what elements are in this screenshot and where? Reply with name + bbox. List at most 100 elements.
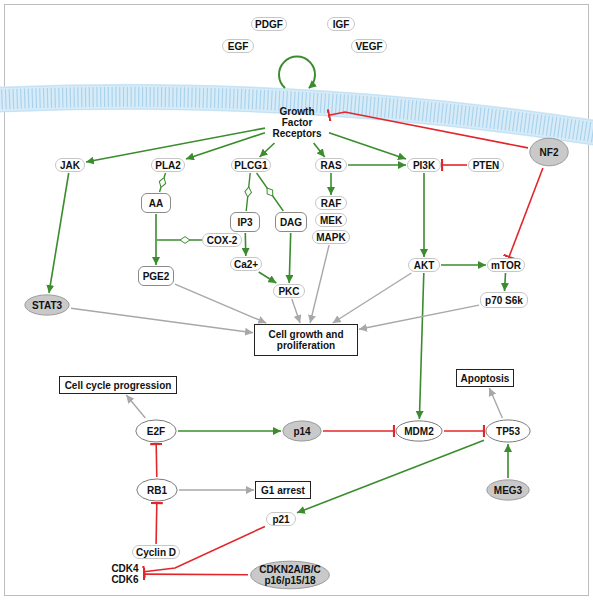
protein-node: PI3K [407,158,441,172]
protein-node: RAS [315,158,347,172]
node-label: JAK [60,160,80,171]
node-label: PI3K [413,160,435,171]
activation-arrow [297,440,484,513]
node-label: p70 S6k [485,295,523,306]
outcome-box: Apoptosis [456,369,514,387]
outcome-box: Cell growth and proliferation [254,324,358,356]
molecule-box: PGE2 [138,266,174,286]
activation-arrow [423,173,425,257]
node-label: MDM2 [404,426,433,437]
node-label: Growth Factor Receptors [266,106,328,139]
node-label: MAPK [316,232,345,243]
activation-arrow [289,233,291,283]
node-label: Cell growth and proliferation [255,329,357,351]
protein-node: PLA2 [151,158,185,172]
activation-arrow [330,173,332,195]
node-label: PLCG1 [234,160,267,171]
protein-node: p21 [266,512,296,526]
protein-node: RAF [315,196,347,210]
outcome-box: Cell cycle progression [59,376,177,394]
highlighted-node: NF2 [529,137,569,167]
node-label: PDGF [255,19,283,30]
highlighted-node: p14 [282,420,322,442]
node-ellipse [486,420,530,442]
influence-arrow [310,245,329,323]
node-ellipse [283,421,321,441]
protein-node: COX-2 [202,233,242,247]
node-label: AKT [414,260,435,271]
protein-node: p70 S6k [480,292,528,308]
node-ellipse [136,420,176,442]
inhibition-line [444,430,484,432]
node-label: Ca2+ [234,259,258,270]
node-label: IGF [333,19,350,30]
protein-node: AKT [408,258,440,272]
node-label: TP53 [496,426,520,437]
node-label: p14 [293,426,310,437]
activation-arrow [245,233,247,256]
activation-arrow [86,128,265,162]
protein-node: PLCG1 [231,158,271,172]
activation-arrow [505,273,506,291]
influence-arrow [179,489,254,490]
activation-arrow [348,164,406,166]
node-label: Cyclin D [136,547,176,558]
protein-node: VEGF [351,39,387,53]
binding-line [257,173,284,211]
protein-node: Ca2+ [230,257,262,271]
node-ellipse [25,295,69,315]
complex-node: E2F [135,419,177,443]
influence-arrow [126,395,145,418]
molecule-box: IP3 [230,212,260,232]
activation-arrow [259,272,277,283]
node-label: PGE2 [143,271,170,282]
highlighted-node: MEG3 [486,479,530,501]
node-label: RB1 [147,485,167,496]
influence-arrow [333,273,412,323]
inhibition-line [323,430,394,432]
inhibition-line [442,164,467,166]
node-label: AA [149,198,163,209]
node-label: E2F [147,426,165,437]
node-label: VEGF [355,41,382,52]
protein-node: IGF [327,17,355,31]
node-label: IP3 [237,217,252,228]
node-label: p21 [272,514,289,525]
node-label: RAF [321,198,342,209]
activation-arrow [441,264,486,266]
binding-line [160,173,166,192]
protein-node: PTEN [468,158,504,172]
activation-arrow [155,214,157,265]
influence-arrow [175,284,266,323]
node-label: Apoptosis [461,373,510,384]
node-label: MEK [320,215,342,226]
protein-node: MEK [315,213,347,227]
inhibition-line [155,444,157,477]
node-label: RAS [320,160,341,171]
activation-arrow [260,143,275,157]
node-label: DAG [280,217,302,228]
node-label: CDKN2A/B/C p16/p15/18 [249,564,331,586]
protein-node: EGF [222,39,254,53]
molecule-box: AA [141,193,171,213]
complex-node: RB1 [136,478,178,502]
node-label: COX-2 [207,235,238,246]
binding-line [246,173,250,211]
influence-arrow [359,305,479,329]
node-label: PTEN [473,160,500,171]
node-label: PKC [278,286,299,297]
complex-node: MDM2 [395,420,443,442]
activation-arrow [178,430,281,432]
protein-node: mTOR [487,258,525,272]
activation-arrow [507,444,509,478]
node-label: Cell cycle progression [65,380,172,391]
molecule-box: DAG [275,212,307,232]
highlighted-node: STAT3 [24,294,70,316]
influence-arrow [489,388,502,418]
node-label: G1 arrest [261,485,305,496]
activation-arrow [49,173,69,293]
inhibition-line [329,112,528,148]
node-ellipse [530,138,568,166]
node-label: STAT3 [32,300,62,311]
